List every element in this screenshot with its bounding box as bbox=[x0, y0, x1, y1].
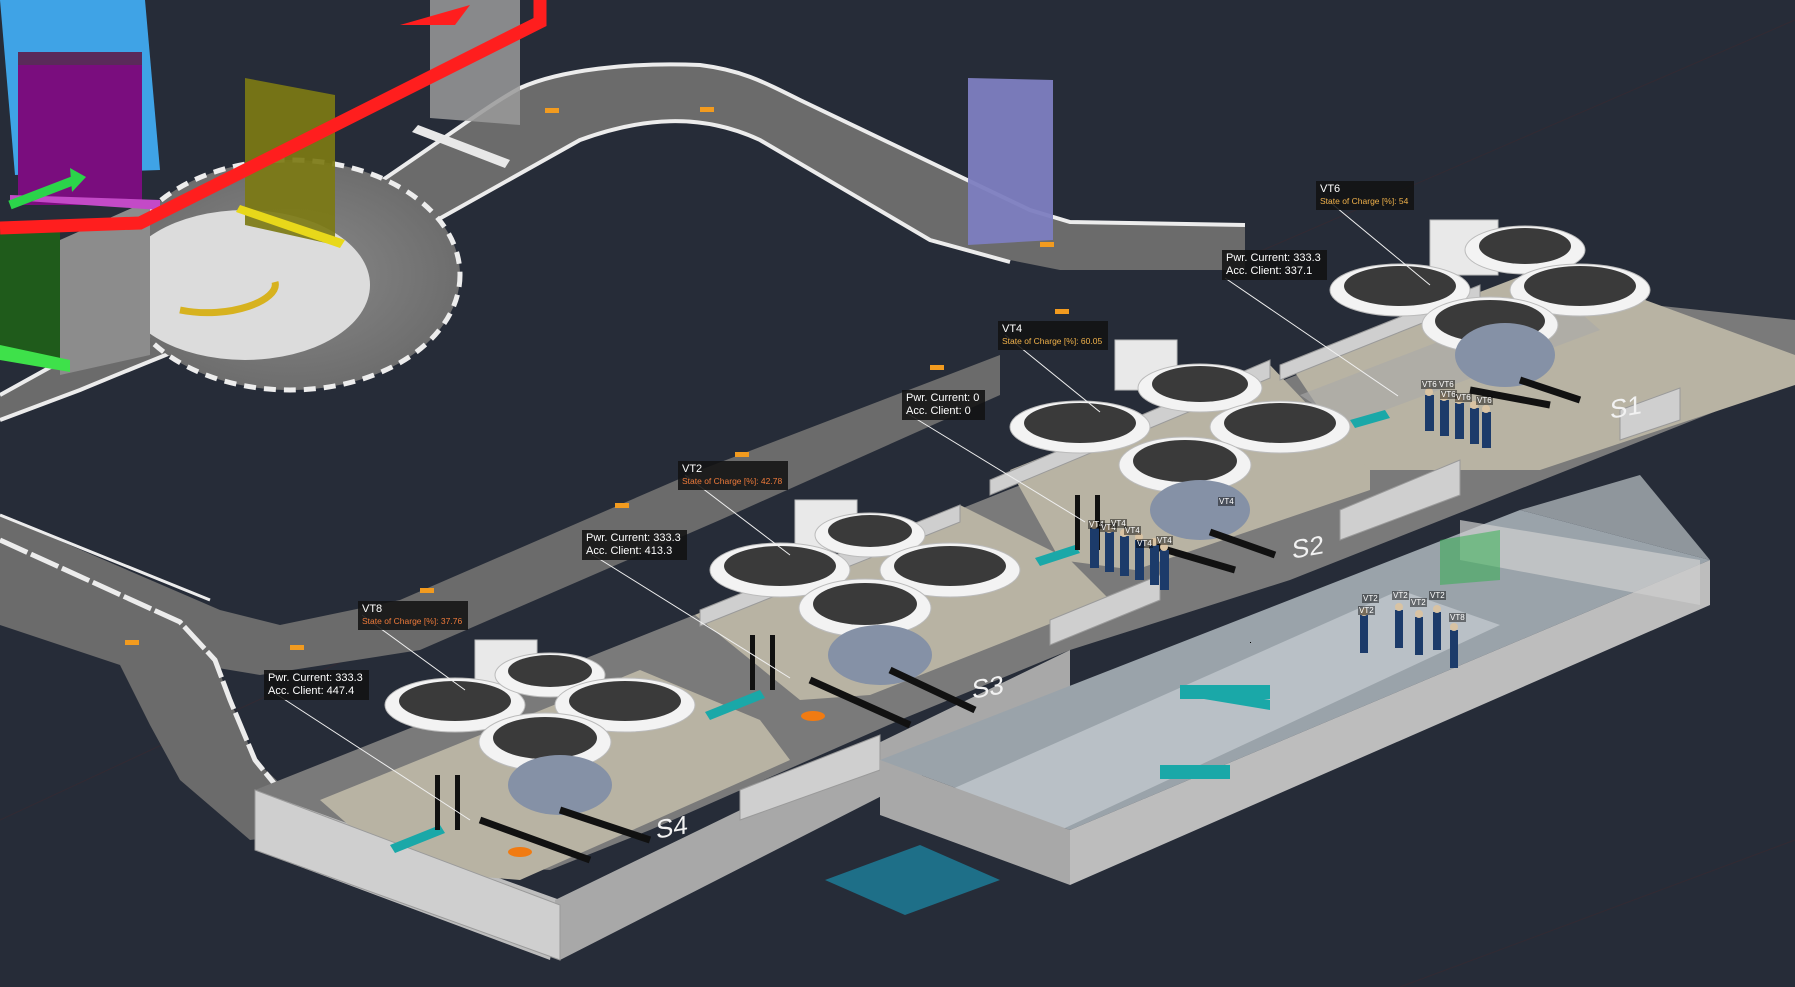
passenger-tag: VT6 bbox=[1440, 390, 1457, 399]
passenger-tag: VT4 bbox=[1110, 519, 1127, 528]
passenger-tag: VT4 bbox=[1124, 526, 1141, 535]
passengers bbox=[1090, 388, 1491, 668]
utility-tank bbox=[825, 845, 1000, 915]
power-current: Pwr. Current: 0 bbox=[906, 392, 980, 404]
stand-label-s1: S1 bbox=[1610, 389, 1642, 425]
aircraft-id: VT8 bbox=[362, 603, 383, 615]
stand-label-s4: S4 bbox=[656, 809, 688, 845]
charging-pads bbox=[390, 410, 1390, 853]
vt2-status-label: VT2 State of Charge [%]: 42.78 bbox=[678, 461, 789, 490]
passenger-tag: VT8 bbox=[1449, 613, 1466, 622]
passenger-tag: VT2 bbox=[1362, 594, 1379, 603]
vt8-status-label: VT8 State of Charge [%]: 37.76 bbox=[358, 601, 469, 630]
passenger-tag: VT4 bbox=[1088, 520, 1105, 529]
vt4-status-label: VT4 State of Charge [%]: 60.05 bbox=[998, 321, 1109, 350]
passenger-tag: VT2 bbox=[1410, 598, 1427, 607]
power-current: Pwr. Current: 333.3 bbox=[586, 532, 681, 544]
aircraft-tag: VT4 bbox=[1218, 497, 1235, 506]
charger-plugs bbox=[801, 711, 825, 721]
state-of-charge: State of Charge [%]: 42.78 bbox=[682, 476, 783, 486]
aircraft-id: VT4 bbox=[1002, 323, 1023, 335]
charger-s3-label: Pwr. Current: 333.3 Acc. Client: 413.3 bbox=[582, 530, 687, 560]
passenger-tag: VT2 bbox=[1429, 591, 1446, 600]
passenger-tag: VT6 bbox=[1455, 393, 1472, 402]
state-of-charge: State of Charge [%]: 37.76 bbox=[362, 616, 463, 626]
passenger-tag: VT4 bbox=[1136, 539, 1153, 548]
state-of-charge: State of Charge [%]: 54 bbox=[1320, 196, 1409, 206]
passenger-tag: VT6 bbox=[1421, 380, 1438, 389]
stand-label-s2: S2 bbox=[1292, 529, 1324, 565]
passenger-tag: VT4 bbox=[1100, 523, 1117, 532]
power-current: Pwr. Current: 333.3 bbox=[1226, 252, 1321, 264]
accumulated-client: Acc. Client: 337.1 bbox=[1226, 265, 1313, 277]
passenger-tag: VT6 bbox=[1438, 380, 1455, 389]
flight-route-arrow bbox=[0, 0, 547, 235]
stand-label-s3: S3 bbox=[972, 669, 1004, 705]
evtol-aircraft-vt6[interactable] bbox=[1329, 219, 1651, 409]
accumulated-client: Acc. Client: 0 bbox=[906, 405, 971, 417]
charger-s4-label: Pwr. Current: 333.3 Acc. Client: 447.4 bbox=[264, 670, 369, 700]
charger-s1-label: Pwr. Current: 333.3 Acc. Client: 337.1 bbox=[1222, 250, 1327, 280]
passenger-tag: VT4 bbox=[1156, 536, 1173, 545]
power-current: Pwr. Current: 333.3 bbox=[268, 672, 363, 684]
aircraft-id: VT6 bbox=[1320, 183, 1341, 195]
vt6-status-label: VT6 State of Charge [%]: 54 bbox=[1316, 181, 1415, 210]
fato-landing-pad bbox=[60, 157, 463, 393]
state-of-charge: State of Charge [%]: 60.05 bbox=[1002, 336, 1103, 346]
evtol-aircraft-vt8[interactable] bbox=[384, 639, 696, 864]
passenger-tag: VT6 bbox=[1476, 396, 1493, 405]
passenger-tag: VT2 bbox=[1392, 591, 1409, 600]
evtol-aircraft-vt2[interactable] bbox=[709, 499, 1021, 729]
approach-volume-structures bbox=[0, 0, 1053, 372]
charger-s2-label: Pwr. Current: 0 Acc. Client: 0 bbox=[902, 390, 986, 420]
passenger-tag: VT2 bbox=[1358, 606, 1375, 615]
accumulated-client: Acc. Client: 413.3 bbox=[586, 545, 673, 557]
evtol-aircraft-vt4[interactable] bbox=[1009, 339, 1351, 574]
aircraft-id: VT2 bbox=[682, 463, 703, 475]
accumulated-client: Acc. Client: 447.4 bbox=[268, 685, 355, 697]
